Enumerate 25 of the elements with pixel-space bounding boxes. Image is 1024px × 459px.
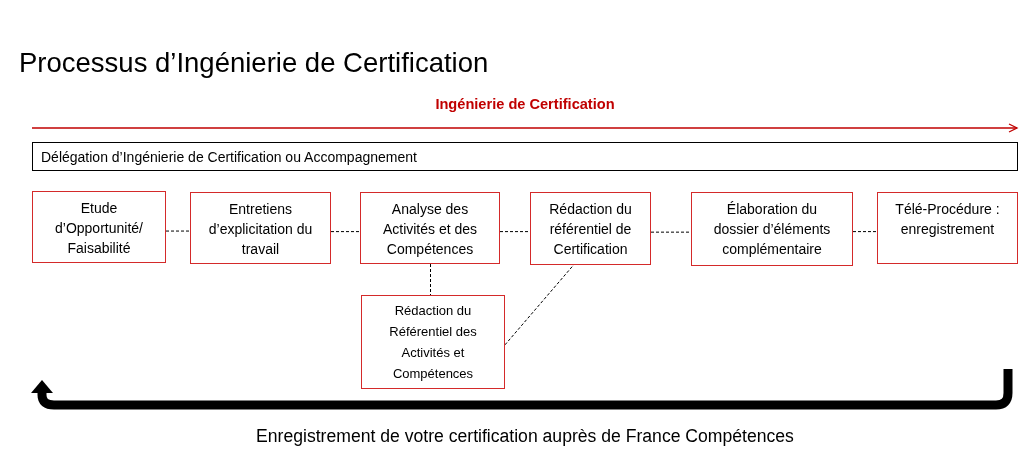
footer-caption: Enregistrement de votre certification auprès de France Compétences <box>256 425 794 447</box>
section-heading: Ingénierie de Certification <box>435 95 615 114</box>
dashed-connector <box>499 231 531 233</box>
dashed-connector <box>165 230 191 232</box>
step-label: Élaboration du dossier d’éléments complémentaire <box>712 200 832 259</box>
process-band <box>32 142 1018 171</box>
process-box <box>361 295 505 389</box>
step-label: Rédaction du Référentiel des Activités et Compétences <box>388 302 478 383</box>
process-box <box>360 192 500 264</box>
dashed-connector <box>330 231 361 233</box>
dashed-connector <box>504 264 575 346</box>
step-label: Etude d’Opportunité/ Faisabilité <box>54 199 144 258</box>
diagram-title: Processus d’Ingénierie de Certification <box>19 46 489 80</box>
step-label: Entretiens d’explicitation du travail <box>207 200 314 259</box>
process-box <box>691 192 853 266</box>
process-box <box>190 192 331 264</box>
process-box <box>530 192 651 265</box>
process-box <box>32 191 166 263</box>
dashed-connector <box>852 231 878 233</box>
process-box <box>877 192 1018 264</box>
step-label: Télé-Procédure : enregistrement <box>894 200 1001 239</box>
step-label: Délégation d’Ingénierie de Certification ou Accompagnement <box>41 147 417 166</box>
dashed-connector <box>650 231 692 233</box>
step-label: Analyse des Activités et des Compétences <box>381 200 479 259</box>
step-label: Rédaction du référentiel de Certification <box>548 200 633 259</box>
